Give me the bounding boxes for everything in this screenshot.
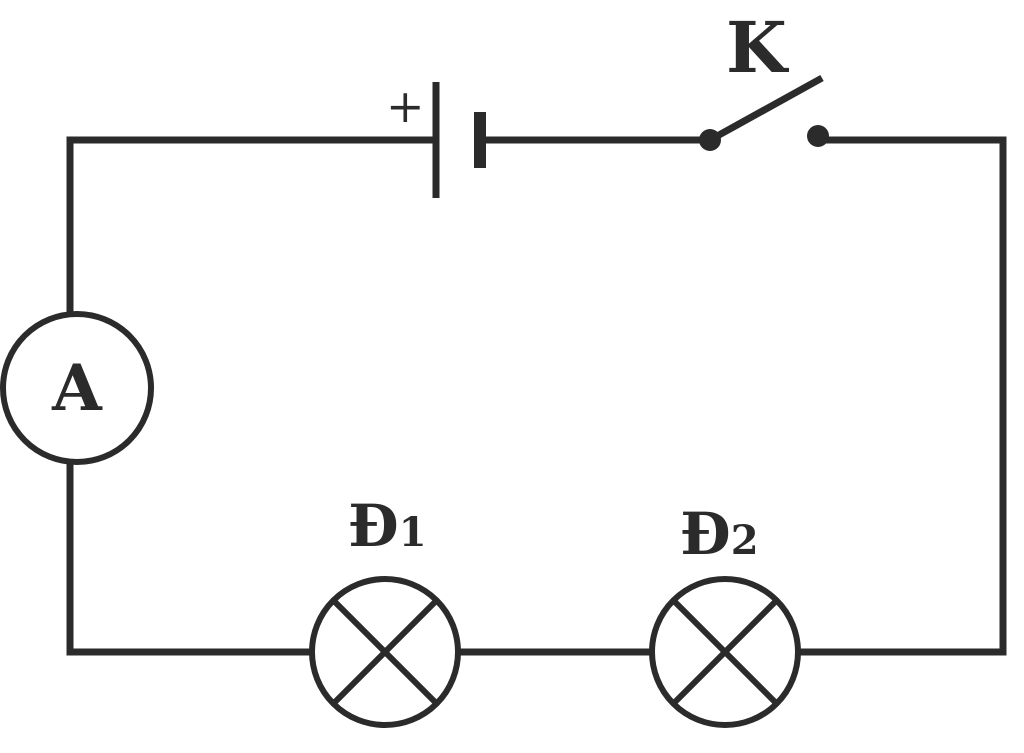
lamp-d2-index: 2 xyxy=(731,517,759,564)
lamp-d1: Đ1 xyxy=(309,492,461,728)
lamp-d1-label: Đ1 xyxy=(348,492,427,560)
battery-plus-sign: + xyxy=(386,79,425,133)
switch-blade xyxy=(708,74,824,144)
switch-k: K xyxy=(699,6,829,151)
ammeter: A xyxy=(0,311,154,465)
lamp-d1-cross-b xyxy=(330,597,440,707)
lamp-d1-index: 1 xyxy=(399,509,427,556)
lamp-d2: Đ2 xyxy=(649,500,801,728)
switch-right-terminal xyxy=(807,125,829,147)
lamp-d2-letter: Đ xyxy=(680,500,731,568)
lamp-d2-cross-b xyxy=(670,597,780,707)
switch-label: K xyxy=(726,6,789,89)
ammeter-label: A xyxy=(51,351,103,426)
wires xyxy=(66,136,1007,656)
lamp-d1-letter: Đ xyxy=(348,492,399,560)
lamp-d2-label: Đ2 xyxy=(680,500,759,568)
battery: + xyxy=(386,79,486,198)
ammeter-circle xyxy=(0,311,154,465)
